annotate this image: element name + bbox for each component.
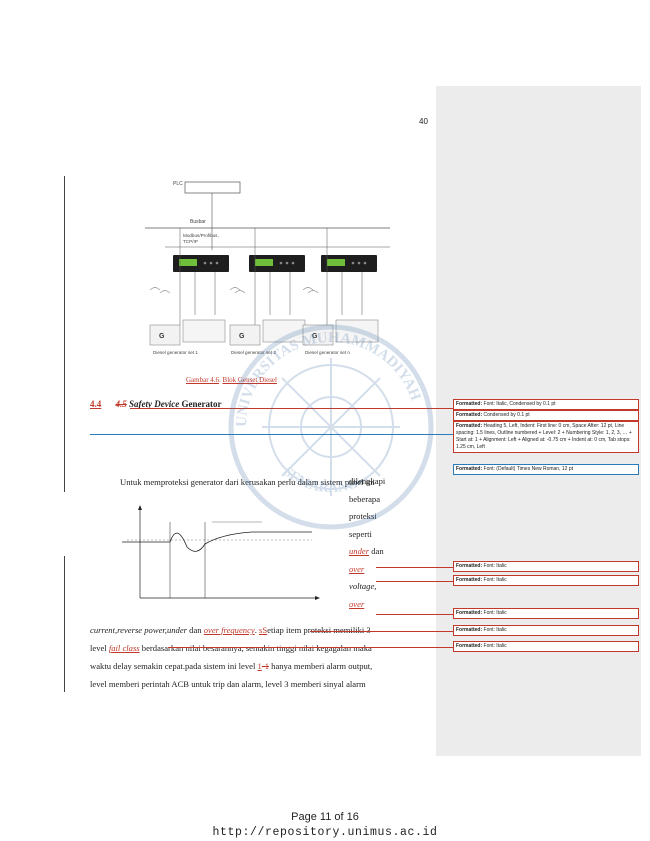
paragraph-line-1: Untuk memproteksi generator dari kerusak… — [120, 474, 375, 490]
heading-title-italic: Safety Device — [129, 399, 180, 409]
svg-text:UNIVERSITAS MUHAMMADIYAH: UNIVERSITAS MUHAMMADIYAH — [234, 330, 424, 427]
paragraph-line-4: waktu delay semakin cepat.pada sistem in… — [90, 661, 373, 671]
side-word: over — [349, 598, 365, 609]
side-word: beberapa — [349, 493, 381, 504]
paragraph-line-3: level fail class berdasarkan nilai besar… — [90, 643, 372, 653]
format-note[interactable]: Formatted: Font: Italic — [453, 625, 639, 636]
generator-set-3: G — [302, 319, 379, 346]
revision-leader — [90, 434, 453, 435]
controller-unit-3 — [321, 255, 377, 272]
wiring — [149, 228, 363, 325]
revision-leader — [168, 647, 453, 648]
footer-url[interactable]: http://repository.unimus.ac.id — [212, 826, 438, 839]
side-word: under dan — [349, 546, 384, 556]
footer-page-count: Page 11 of 16 — [291, 811, 359, 823]
paragraph-line-2: current,reverse power,under dan over fre… — [90, 625, 371, 635]
generator-set-2: G — [229, 319, 306, 346]
network-label-2: TCP/IP — [183, 239, 198, 244]
network-label: Modbus/Profibus, — [183, 233, 219, 238]
university-seal-watermark: UNIVERSITAS MUHAMMADIYAH SEMARANG — [228, 324, 434, 530]
heading-deleted-number: 4.5 — [115, 399, 127, 409]
side-word: seperti — [349, 528, 372, 539]
side-word: voltage, — [349, 581, 377, 591]
heading-number: 4.4 — [90, 399, 102, 409]
controller-unit-1 — [173, 255, 229, 272]
format-note[interactable]: Formatted: Heading 5, Left, Indent: Firs… — [453, 421, 639, 453]
format-note[interactable]: Formatted: Font: Italic — [453, 575, 639, 586]
revision-leader — [376, 581, 453, 582]
plc-label: PLC — [173, 181, 183, 187]
protection-response-chart — [122, 505, 320, 600]
set-label-3: Diesel generator set n — [305, 350, 350, 355]
generator-block-diagram: PLC Busbar Modbus/Profibus, TCP/IP — [145, 181, 390, 355]
format-note[interactable]: Formatted: Font: Italic — [453, 561, 639, 572]
controller-unit-2 — [249, 255, 305, 272]
paragraph-line-5: level memberi perintah ACB untuk trip da… — [90, 679, 366, 689]
heading-title-rest: Generator — [179, 399, 222, 409]
busbar-label: Busbar — [190, 219, 206, 225]
set-label-1: Diesel generator set 1 — [153, 350, 198, 355]
side-word: dilengkapi — [349, 476, 386, 486]
revision-leader — [130, 408, 453, 409]
caption-text: Blok Genset Diesel — [222, 376, 277, 384]
set-label-2: Diesel generator set 2 — [231, 350, 276, 355]
figure-caption: Gambar 4.6. Blok Genset Diesel — [186, 376, 277, 384]
revision-leader — [376, 614, 453, 615]
paragraph-text: Untuk memproteksi generator — [120, 477, 224, 487]
page-number: 40 — [419, 117, 428, 126]
change-bar — [64, 176, 65, 492]
revision-leader — [310, 631, 453, 632]
svg-text:SEMARANG: SEMARANG — [280, 464, 360, 496]
side-word: proteksi — [349, 511, 377, 521]
paragraph-text: dari kerusakan perlu dalam sistem panel … — [223, 477, 375, 487]
revision-leader — [376, 567, 453, 568]
caption-prefix: Gambar 4.6 — [186, 376, 220, 384]
format-note[interactable]: Formatted: Font: Italic — [453, 641, 639, 652]
svg-text:G: G — [159, 333, 165, 340]
format-note[interactable]: Formatted: Font: Italic, Condensed by 0.… — [453, 399, 639, 410]
plc-box — [184, 181, 241, 194]
svg-text:G: G — [239, 333, 245, 340]
svg-text:G: G — [312, 333, 318, 340]
generator-set-1: G — [149, 319, 226, 346]
side-word: over — [349, 563, 365, 574]
format-note[interactable]: Formatted: Font: Italic — [453, 608, 639, 619]
section-heading: 4.4 4.5 Safety Device Generator — [90, 399, 221, 409]
change-bar — [64, 556, 65, 692]
format-note[interactable]: Formatted: Condensed by 0.1 pt — [453, 410, 639, 421]
response-curve — [122, 531, 312, 552]
wrapped-text-column: dilengkapi beberapa proteksi seperti und… — [349, 473, 419, 613]
format-note[interactable]: Formatted: Font: (Default) Times New Rom… — [453, 464, 639, 475]
